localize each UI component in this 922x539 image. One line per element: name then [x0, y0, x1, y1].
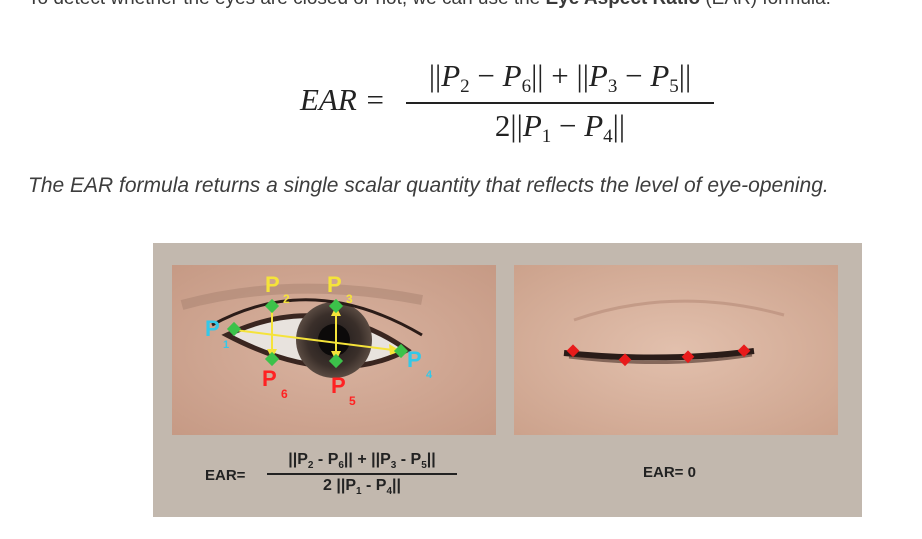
- figure-ear-formula: EAR= ||P2 - P6|| + ||P3 - P5|| 2 ||P1 - …: [205, 451, 457, 501]
- intro-before: To detect whether the eyes are closed or…: [28, 0, 546, 9]
- closed-eye-ear-value: EAR= 0: [643, 464, 696, 481]
- landmark-label: P: [407, 347, 422, 372]
- closed-landmark-marker: [566, 344, 580, 358]
- figure-ear-numerator: ||P2 - P6|| + ||P3 - P5||: [288, 451, 436, 471]
- formula-fraction: ||P2 − P6|| + ||P3 − P5|| 2||P1 − P4||: [404, 58, 716, 148]
- landmark-index: 6: [281, 387, 288, 401]
- landmark-marker: [328, 353, 344, 369]
- figure-ear-denominator: 2 ||P1 - P4||: [323, 477, 401, 497]
- horizontal-line-p1-p4: [234, 329, 402, 352]
- landmark-marker: [264, 298, 280, 314]
- landmark-p6: P 6: [262, 351, 288, 401]
- landmark-marker: [264, 351, 280, 367]
- landmark-p3: P 3: [327, 272, 353, 314]
- landmark-marker: [393, 343, 409, 359]
- landmark-p1: P 1: [205, 316, 242, 351]
- landmark-index: 2: [283, 292, 290, 306]
- arrowhead-p4: [389, 344, 401, 355]
- closed-landmark-marker: [618, 353, 632, 367]
- caption: The EAR formula returns a single scalar …: [28, 174, 829, 197]
- formula-lhs-text: EAR =: [300, 82, 386, 117]
- landmark-label: P: [262, 366, 277, 391]
- landmark-p4: P 4: [393, 343, 433, 381]
- landmark-overlay: P 1 P 2 P 3 P 4 P 5 P 6: [205, 272, 751, 408]
- figure-ear-fraction-bar: [267, 473, 457, 475]
- formula-denominator: 2||P1 − P4||: [494, 108, 626, 147]
- closed-eye-landmarks: [566, 344, 751, 367]
- formula-numerator: ||P2 − P6|| + ||P3 − P5||: [428, 58, 692, 97]
- landmark-label: P: [265, 272, 280, 297]
- intro-after: (EAR) formula:: [700, 0, 831, 9]
- landmark-index: 5: [349, 394, 356, 408]
- landmark-marker: [226, 321, 242, 337]
- figure-ear-fraction: ||P2 - P6|| + ||P3 - P5|| 2 ||P1 - P4||: [267, 451, 457, 497]
- landmark-marker: [328, 298, 344, 314]
- landmark-index: 3: [346, 292, 353, 306]
- landmark-index: 4: [426, 369, 433, 381]
- closed-landmark-marker: [737, 344, 751, 358]
- landmark-p2: P 2: [264, 272, 290, 314]
- formula-lhs: EAR =: [300, 82, 385, 118]
- landmark-label: P: [331, 373, 346, 398]
- intro-bold: Eye Aspect Ratio: [546, 0, 701, 9]
- landmark-p5: P 5: [328, 353, 356, 408]
- intro-text: To detect whether the eyes are closed or…: [28, 0, 831, 10]
- landmark-label: P: [327, 272, 342, 297]
- ear-formula: EAR = ||P2 − P6|| + ||P3 − P5|| 2||P1 − …: [0, 58, 922, 147]
- ear-figure: P 1 P 2 P 3 P 4 P 5 P 6: [153, 243, 862, 517]
- landmark-index: 1: [223, 339, 229, 351]
- formula-fraction-bar: [406, 102, 714, 104]
- landmark-label: P: [205, 316, 220, 341]
- figure-ear-label: EAR=: [205, 467, 246, 484]
- closed-landmark-marker: [681, 350, 695, 364]
